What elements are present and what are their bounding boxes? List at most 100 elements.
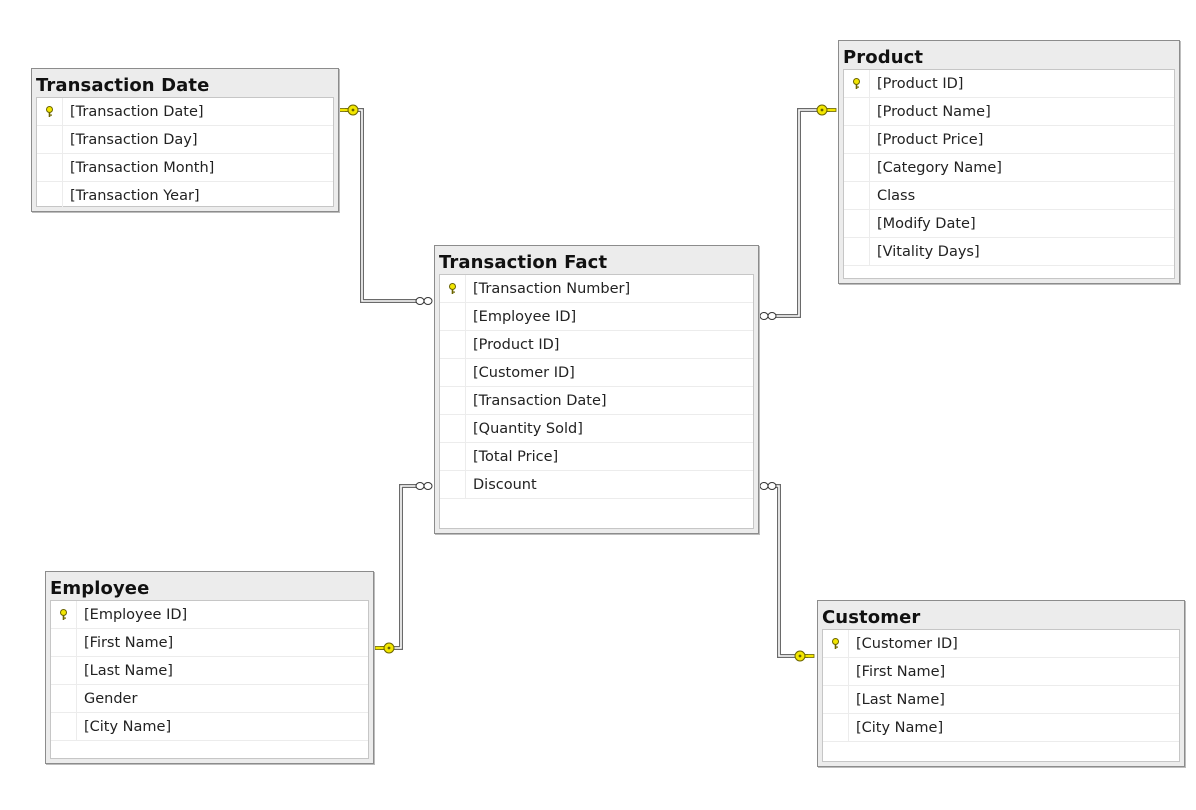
row-selector: [823, 714, 849, 741]
row-selector: [440, 331, 466, 358]
table-product[interactable]: Product [Product ID][Product Name][Produ…: [838, 40, 1180, 284]
column-row[interactable]: [Transaction Year]: [37, 182, 333, 210]
column-row[interactable]: [First Name]: [823, 658, 1179, 686]
column-name: [Employee ID]: [84, 606, 188, 623]
table-customer[interactable]: Customer [Customer ID] [First Name] [Last …: [817, 600, 1185, 767]
row-selector: [440, 443, 466, 470]
many-end-icon: [415, 297, 433, 305]
row-selector: [844, 210, 870, 237]
many-end-icon: [759, 482, 777, 490]
row-selector: [823, 658, 849, 685]
row-selector: [51, 657, 77, 684]
row-selector: [37, 126, 63, 153]
column-name: Gender: [84, 690, 138, 707]
column-row[interactable]: [Modify Date]: [844, 210, 1174, 238]
column-row[interactable]: [Last Name]: [51, 657, 368, 685]
primary-key-icon: [823, 630, 849, 657]
one-end-key-icon: [374, 642, 395, 654]
column-name: [Vitality Days]: [877, 243, 980, 260]
column-row[interactable]: [Transaction Date]: [37, 98, 333, 126]
column-row[interactable]: [Transaction Date]: [440, 387, 753, 415]
primary-key-icon: [37, 98, 63, 125]
primary-key-icon: [844, 70, 870, 97]
column-name: [First Name]: [84, 634, 174, 651]
many-end-icon: [415, 482, 433, 490]
column-list: [Transaction Number] [Employee ID] [Produc…: [439, 274, 754, 529]
column-name: [First Name]: [856, 663, 946, 680]
column-row[interactable]: [Customer ID]: [823, 630, 1179, 658]
column-row[interactable]: [Last Name]: [823, 686, 1179, 714]
column-list: [Product ID] [Product Name] [Product Price…: [843, 69, 1175, 279]
column-name: [Product Name]: [877, 103, 991, 120]
column-list: [Transaction Date] [Transaction Day] [Tran…: [36, 97, 334, 210]
column-name: [Product Price]: [877, 131, 984, 148]
column-row[interactable]: Gender: [51, 685, 368, 713]
column-row[interactable]: [City Name]: [823, 714, 1179, 742]
relationship-product-fact[interactable]: [770, 108, 830, 318]
row-selector: [440, 359, 466, 386]
column-row[interactable]: [First Name]: [51, 629, 368, 657]
row-selector: [440, 387, 466, 414]
row-selector: [844, 98, 870, 125]
table-employee[interactable]: Employee [Employee ID] [First Name] [Last …: [45, 571, 374, 764]
column-name: [Total Price]: [473, 448, 559, 465]
relationship-date-fact[interactable]: [345, 108, 418, 303]
row-selector: [37, 182, 63, 209]
table-transaction-fact[interactable]: Transaction Fact [Transaction Number][Em…: [434, 245, 759, 534]
one-end-key-icon: [794, 650, 815, 662]
column-row[interactable]: [Transaction Number]: [440, 275, 753, 303]
column-name: [Transaction Number]: [473, 280, 631, 297]
column-row[interactable]: [Quantity Sold]: [440, 415, 753, 443]
row-selector: [844, 238, 870, 265]
column-row[interactable]: [Customer ID]: [440, 359, 753, 387]
column-row[interactable]: [Category Name]: [844, 154, 1174, 182]
primary-key-icon: [51, 601, 77, 628]
column-row[interactable]: Discount: [440, 471, 753, 499]
one-end-key-icon: [816, 104, 837, 116]
column-name: [Last Name]: [856, 691, 945, 708]
column-name: [Transaction Date]: [473, 392, 607, 409]
column-name: [Quantity Sold]: [473, 420, 583, 437]
column-name: [Modify Date]: [877, 215, 976, 232]
column-row[interactable]: [Product ID]: [844, 70, 1174, 98]
table-transaction-date[interactable]: Transaction Date [Transaction Date][Tran…: [31, 68, 339, 212]
column-name: [Transaction Date]: [70, 103, 204, 120]
column-name: [Product ID]: [473, 336, 560, 353]
column-name: [Category Name]: [877, 159, 1002, 176]
relationship-employee-fact[interactable]: [380, 484, 418, 650]
row-selector: [37, 154, 63, 181]
column-name: Discount: [473, 476, 537, 493]
table-title: Customer: [822, 607, 921, 628]
column-row[interactable]: [Total Price]: [440, 443, 753, 471]
column-row[interactable]: [Transaction Day]: [37, 126, 333, 154]
column-name: [Customer ID]: [473, 364, 575, 381]
column-row[interactable]: [Product ID]: [440, 331, 753, 359]
column-list: [Employee ID] [First Name] [Last Name] Gend…: [50, 600, 369, 759]
column-name: [Transaction Month]: [70, 159, 215, 176]
column-row[interactable]: [Vitality Days]: [844, 238, 1174, 266]
column-name: [Transaction Day]: [70, 131, 198, 148]
column-list: [Customer ID] [First Name] [Last Name] [Cit…: [822, 629, 1180, 762]
primary-key-icon: [440, 275, 466, 302]
column-row[interactable]: [Product Name]: [844, 98, 1174, 126]
column-row[interactable]: Class: [844, 182, 1174, 210]
relationship-customer-fact[interactable]: [770, 484, 808, 658]
row-selector: [823, 686, 849, 713]
row-selector: [440, 303, 466, 330]
column-row[interactable]: [Employee ID]: [51, 601, 368, 629]
column-row[interactable]: [Product Price]: [844, 126, 1174, 154]
column-row[interactable]: [Employee ID]: [440, 303, 753, 331]
row-selector: [440, 415, 466, 442]
column-name: [City Name]: [856, 719, 944, 736]
table-title: Employee: [50, 578, 150, 599]
row-selector: [440, 471, 466, 498]
row-selector: [844, 126, 870, 153]
column-row[interactable]: [Transaction Month]: [37, 154, 333, 182]
column-name: [Employee ID]: [473, 308, 577, 325]
column-row[interactable]: [City Name]: [51, 713, 368, 741]
row-selector: [844, 154, 870, 181]
row-selector: [51, 685, 77, 712]
many-end-icon: [759, 312, 777, 320]
column-name: Class: [877, 187, 916, 204]
